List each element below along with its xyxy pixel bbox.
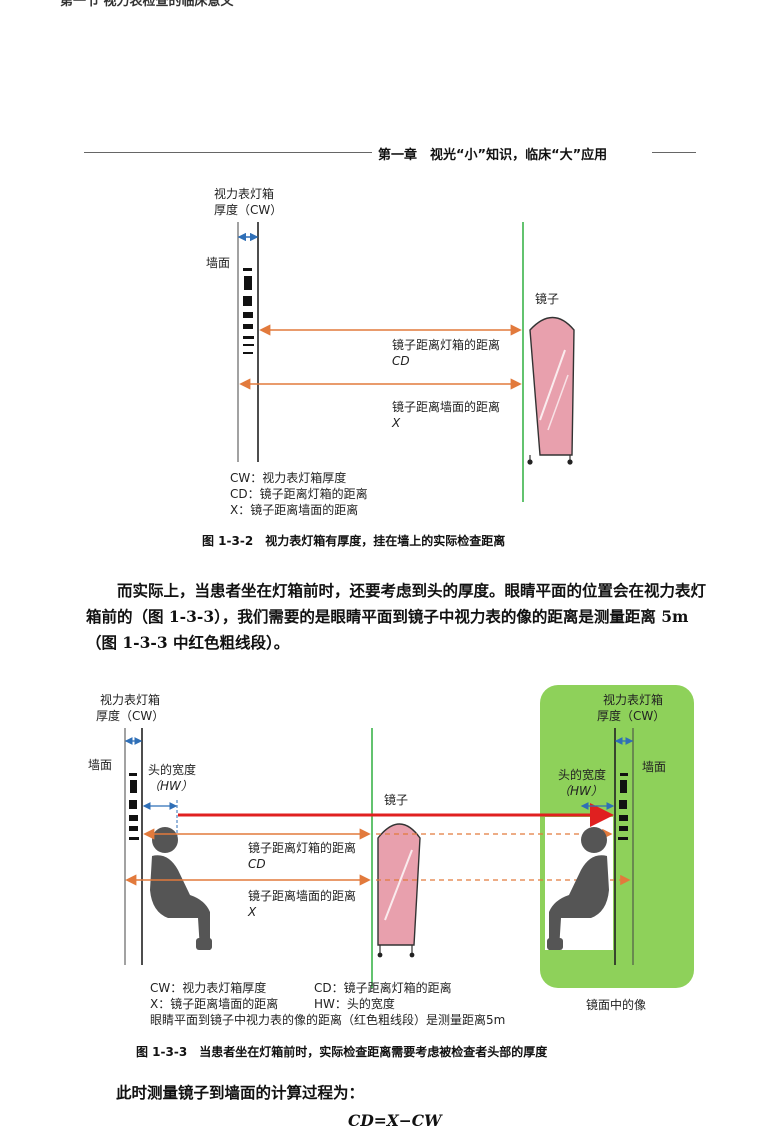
fig2-mirror-cw-label-1: 视力表灯箱 — [603, 693, 664, 707]
figure-2-caption: 图 1-3-3 当患者坐在灯箱前时，实际检查距离需要考虑被检查者头部的厚度 — [136, 1045, 548, 1059]
fig1-legend-1: CW：视力表灯箱厚度 — [230, 471, 347, 485]
figure-2-diagram — [124, 728, 634, 988]
fig1-cd-sym: CD — [392, 354, 410, 368]
fig2-legend-2a: X：镜子距离墙面的距离 — [150, 997, 279, 1011]
figure-1-caption: 图 1-3-2 视力表灯箱有厚度，挂在墙上的实际检查距离 — [202, 534, 506, 548]
fig2-x-label: 镜子距离墙面的距离 — [248, 889, 357, 903]
fig2-cd-sym: CD — [248, 857, 266, 871]
fig2-legend-3: 眼睛平面到镜子中视力表的像的距离（红色粗线段）是测量距离5m — [150, 1013, 506, 1027]
fig1-x-sym: X — [392, 416, 401, 430]
fig1-wall-label: 墙面 — [206, 256, 231, 270]
running-header: 第一章 视光“小”知识，临床“大”应用 — [378, 148, 608, 163]
header-rule-left — [84, 152, 372, 153]
fig2-mirror-cw-label-2: 厚度（CW） — [597, 709, 666, 723]
fig2-mirror-hw-label-1: 头的宽度 — [558, 768, 607, 782]
fig1-cw-label-1: 视力表灯箱 — [214, 187, 275, 201]
mirror-shape — [527, 316, 575, 465]
fig1-mirror-label: 镜子 — [535, 292, 560, 306]
fig1-x-label: 镜子距离墙面的距离 — [392, 400, 501, 414]
closing-text: 此时测量镜子到墙面的计算过程为： — [116, 1083, 365, 1102]
fig2-cd-label: 镜子距离灯箱的距离 — [248, 841, 357, 855]
fig2-cw-label-2: 厚度（CW） — [96, 709, 165, 723]
fig2-mirror-hw-label-2: （HW） — [558, 784, 603, 798]
fig1-legend-2: CD：镜子距离灯箱的距离 — [230, 487, 368, 501]
fig2-cw-label-1: 视力表灯箱 — [100, 693, 161, 707]
fig1-cw-label-2: 厚度（CW） — [214, 203, 283, 217]
fig2-legend-1b: CD：镜子距离灯箱的距离 — [314, 981, 452, 995]
top-fragment: 第一节 视力表检查的临床意义 — [60, 0, 234, 9]
mirror-image-label: 镜面中的像 — [586, 998, 647, 1012]
header-rule-right — [652, 152, 696, 153]
fig2-wall-label: 墙面 — [88, 758, 113, 772]
fig1-cd-label: 镜子距离灯箱的距离 — [392, 338, 501, 352]
fig2-legend-2b: HW：头的宽度 — [314, 997, 395, 1011]
fig2-mirror-label: 镜子 — [384, 793, 409, 807]
figure-1-diagram — [237, 222, 575, 502]
formula: CD=X−CW — [348, 1111, 442, 1130]
fig2-eye-chart — [129, 773, 139, 840]
fig1-legend-3: X：镜子距离墙面的距离 — [230, 503, 359, 517]
eye-chart — [243, 268, 254, 354]
seated-person-mirror — [547, 827, 609, 950]
fig2-hw-label-2: （HW） — [148, 779, 193, 793]
fig2-legend-1a: CW：视力表灯箱厚度 — [150, 981, 267, 995]
fig2-x-sym: X — [248, 905, 257, 919]
fig2-mirror-eye-chart — [618, 773, 628, 840]
fig2-mirror-wall-label: 墙面 — [642, 760, 667, 774]
body-paragraph: 而实际上，当患者坐在灯箱前时，还要考虑到头的厚度。眼睛平面的位置会在视力表灯箱前… — [86, 581, 707, 652]
fig2-mirror-shape — [377, 823, 421, 958]
fig2-hw-label-1: 头的宽度 — [148, 763, 197, 777]
seated-person-left — [150, 827, 212, 950]
